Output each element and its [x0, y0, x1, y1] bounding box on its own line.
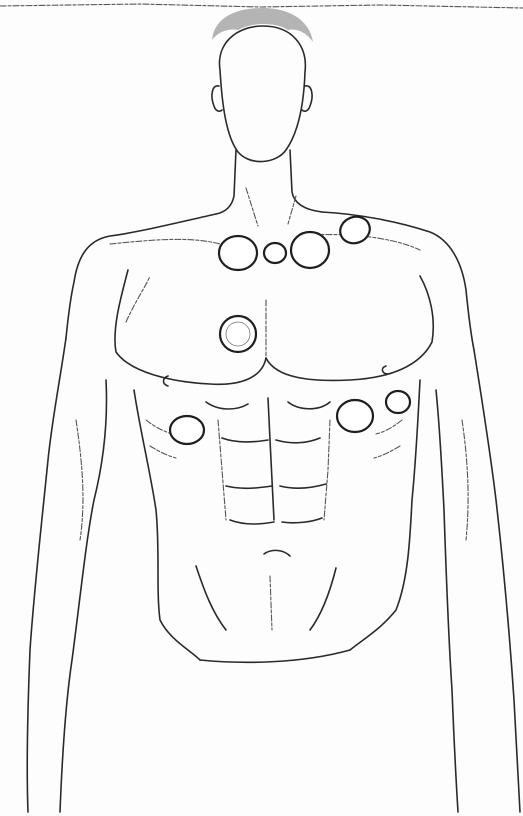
abs-row-2	[226, 484, 326, 488]
abs-center-line	[268, 398, 274, 520]
neck-muscle-right	[288, 196, 296, 224]
scan-edge-line	[0, 4, 523, 8]
electrode-layer	[170, 213, 410, 444]
neck-right	[290, 150, 322, 212]
left-nipple	[164, 376, 169, 386]
left-arm-outer	[27, 338, 66, 812]
electrode-left-lower-chest	[170, 416, 204, 444]
left-bicep-line	[76, 420, 83, 540]
right-pectoral	[266, 276, 433, 380]
left-arm-inner	[60, 380, 107, 812]
electrode-sternum	[220, 316, 256, 352]
waistline	[200, 650, 350, 662]
electrode-right-rib	[386, 391, 410, 413]
right-v-line	[310, 568, 336, 630]
electrode-right-lower-chest	[337, 400, 373, 432]
left-shoulder	[66, 214, 216, 338]
right-bicep-line	[462, 420, 468, 540]
left-clavicle	[110, 239, 220, 244]
left-v-line	[196, 566, 226, 630]
abs-row-3	[230, 518, 322, 524]
neck-muscle-left	[246, 188, 258, 226]
electrode-right-clavicle	[291, 232, 329, 268]
electrode-left-clavicle	[219, 236, 257, 270]
navel	[264, 550, 290, 556]
electrode-sternal-notch	[264, 243, 286, 263]
head-outline	[219, 26, 305, 162]
hair	[212, 8, 313, 42]
left-ear	[212, 86, 222, 111]
right-nipple	[382, 366, 388, 374]
right-arm-outer	[474, 350, 520, 812]
right-arm-inner	[436, 390, 458, 812]
electrode-right-shoulder	[336, 213, 373, 248]
abs-left-edge	[218, 420, 226, 520]
neck-left	[216, 150, 236, 214]
left-pectoral-fold	[126, 276, 150, 322]
abs-right-edge	[324, 420, 330, 520]
abs-row-1	[222, 438, 320, 443]
right-serratus	[374, 420, 402, 458]
lower-abs-center	[270, 576, 272, 630]
